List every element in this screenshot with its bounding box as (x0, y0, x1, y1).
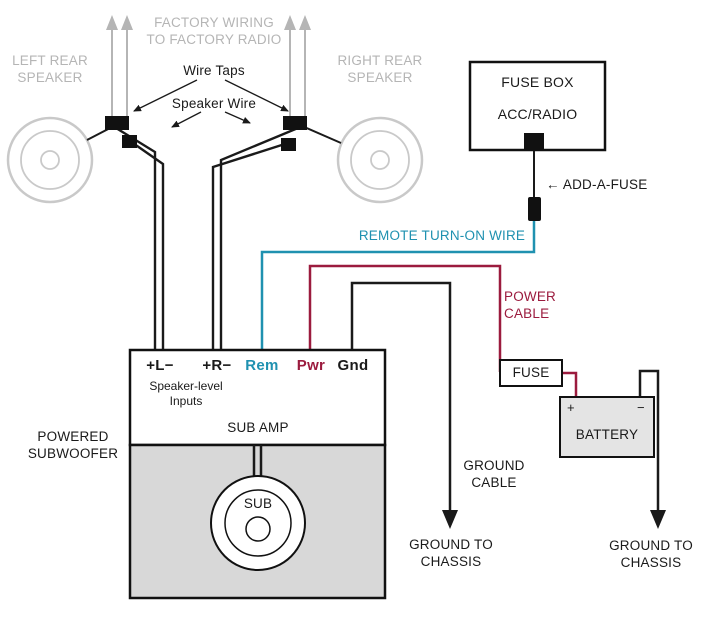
fuse (499, 359, 563, 387)
fuse-to-battery-wire (560, 371, 578, 397)
right-speaker-lead-wire (301, 125, 342, 144)
ground-to-chassis-left-label: GROUND TO CHASSIS (409, 537, 493, 570)
amp-terminal-left-input: +L− (146, 357, 174, 374)
add-a-fuse-label: ← ADD-A-FUSE (546, 177, 648, 192)
right-rear-speaker-label: RIGHT REAR SPEAKER (337, 53, 423, 86)
right-speaker-icon (336, 116, 424, 204)
remote-turn-on-label: REMOTE TURN-ON WIRE (358, 228, 526, 243)
wire-tap-left2-icon (122, 135, 137, 148)
amp-terminal-gnd: Gnd (337, 357, 369, 374)
sub-label: SUB (243, 496, 273, 511)
acc-radio-label: ACC/RADIO (497, 106, 578, 122)
battery-plus-terminal: + (567, 400, 575, 415)
power-cable-wire (308, 264, 502, 372)
amp-terminal-right-input: +R− (202, 357, 232, 374)
sub-amp-label: SUB AMP (227, 420, 289, 435)
wire-tap-right-icon (283, 116, 307, 130)
left-speaker-icon (6, 116, 94, 204)
speaker-wires (115, 126, 299, 352)
fuse-label: FUSE (512, 365, 550, 380)
left-rear-speaker-label: LEFT REAR SPEAKER (12, 53, 88, 86)
ground-to-chassis-right-label: GROUND TO CHASSIS (609, 538, 693, 571)
battery-label: BATTERY (575, 427, 639, 442)
ground-arrow-right (650, 510, 666, 529)
wire-taps-label: Wire Taps (183, 63, 245, 78)
powered-subwoofer-label: POWERED SUBWOOFER (27, 429, 119, 462)
speaker-wire-label: Speaker Wire (171, 96, 257, 111)
battery (559, 396, 655, 458)
ground-cable-label: GROUND CABLE (463, 458, 525, 491)
add-a-fuse-holder-icon (528, 197, 541, 221)
factory-wiring-label: FACTORY WIRING TO FACTORY RADIO (146, 15, 282, 48)
amp-box (128, 348, 387, 447)
battery-minus-terminal: − (637, 400, 645, 415)
speaker-level-inputs-label: Speaker-level Inputs (149, 379, 223, 409)
ground-arrow-left (442, 510, 458, 529)
amp-terminal-pwr: Pwr (296, 357, 326, 374)
label-pointer-arrows (133, 79, 289, 128)
sub-cone-icon (210, 475, 306, 571)
battery-ground-wire (638, 369, 666, 529)
remote-turn-on-wire (260, 221, 536, 352)
factory-wiring-arrows (106, 15, 311, 117)
acc-radio-tap-icon (524, 133, 544, 151)
amp-terminal-rem: Rem (245, 357, 279, 374)
power-cable-label: POWER CABLE (504, 289, 557, 322)
wire-tap-left-icon (105, 116, 129, 130)
fuse-box-title: FUSE BOX (501, 74, 574, 90)
wire-tap-right2-icon (281, 138, 296, 151)
ground-cable-wire (350, 281, 458, 529)
